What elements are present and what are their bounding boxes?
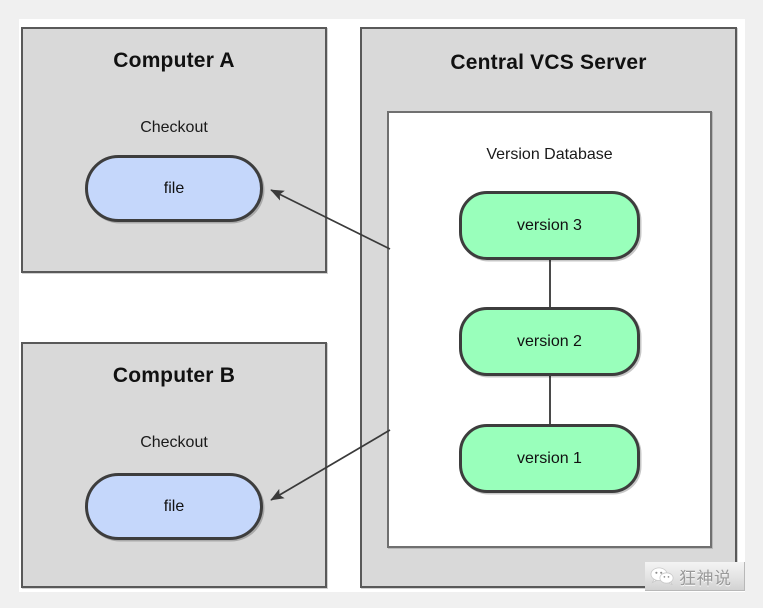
watermark-text: 狂神说 bbox=[679, 568, 732, 589]
canvas-edge-right bbox=[745, 0, 763, 608]
file-node-label-b: file bbox=[163, 497, 185, 515]
connector-version2-version1 bbox=[549, 375, 551, 425]
panel-title-computer-a: Computer A bbox=[113, 49, 235, 72]
version-node-3: version 3 bbox=[459, 191, 640, 260]
canvas-edge-top bbox=[0, 0, 763, 19]
panel-computer-b: Computer B Checkout bbox=[21, 342, 327, 588]
version-node-2: version 2 bbox=[459, 307, 640, 376]
version-node-label-1: version 1 bbox=[517, 449, 582, 467]
label-checkout-computer-b: Checkout bbox=[140, 434, 208, 451]
label-version-database: Version Database bbox=[486, 146, 613, 163]
wechat-icon bbox=[650, 567, 674, 585]
canvas-edge-left bbox=[0, 0, 19, 608]
panel-title-computer-b: Computer B bbox=[112, 364, 236, 387]
file-node-label-a: file bbox=[163, 179, 185, 197]
file-node-computer-a: file bbox=[85, 155, 263, 222]
version-node-1: version 1 bbox=[459, 424, 640, 493]
version-node-label-3: version 3 bbox=[517, 216, 582, 234]
panel-computer-a: Computer A Checkout bbox=[21, 27, 327, 273]
file-node-computer-b: file bbox=[85, 473, 263, 540]
watermark: 狂神说 bbox=[645, 562, 745, 591]
label-checkout-computer-a: Checkout bbox=[140, 119, 208, 136]
canvas-edge-bottom bbox=[0, 592, 763, 608]
panel-title-vcs-server: Central VCS Server bbox=[450, 51, 647, 74]
version-node-label-2: version 2 bbox=[517, 332, 582, 350]
connector-version3-version2 bbox=[549, 259, 551, 308]
